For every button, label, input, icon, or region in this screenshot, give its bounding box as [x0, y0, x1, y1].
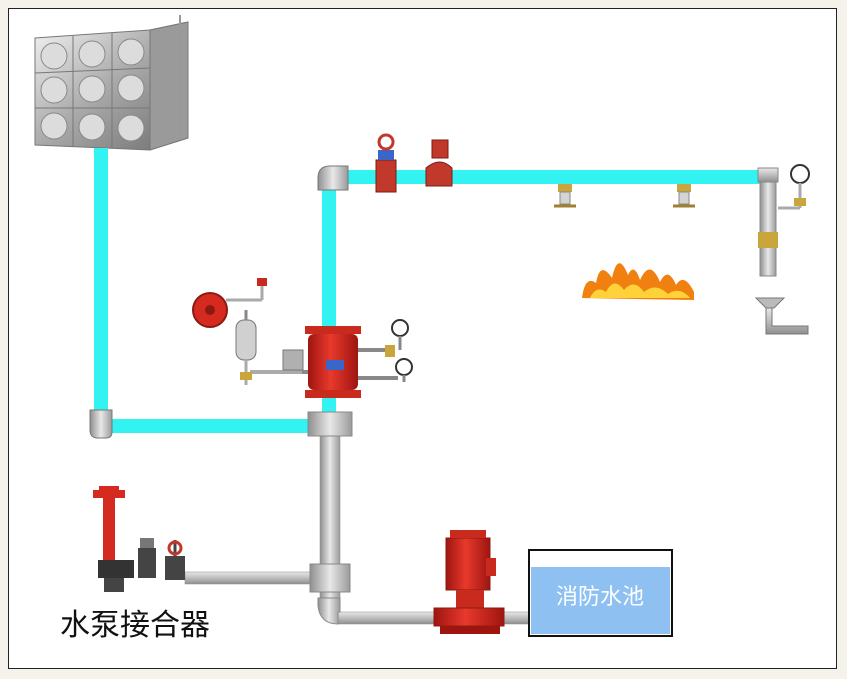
pump-adapter	[93, 486, 185, 592]
water-pipe	[94, 148, 764, 433]
pressure-gauge-icon	[391, 319, 409, 337]
retard-chamber	[235, 319, 257, 361]
fire-flame-icon	[582, 263, 694, 300]
sprinkler-head-icon	[673, 184, 695, 208]
fire-pool-label: 消防水池	[556, 585, 644, 610]
pressure-gauge-icon	[395, 358, 413, 376]
dry-pipe	[184, 411, 531, 625]
pipe-elbow	[89, 165, 349, 439]
signal-butterfly-valve	[375, 133, 397, 193]
pump-adapter-label: 水泵接合器	[60, 608, 210, 643]
sprinkler-head-icon	[554, 184, 576, 208]
alarm-valve	[192, 278, 413, 398]
end-test-device	[754, 164, 810, 335]
fire-pool: 消防水池	[528, 549, 673, 637]
fire-pump	[433, 530, 505, 634]
pressure-gauge-icon	[790, 164, 810, 184]
check-valve	[425, 139, 453, 187]
water-tank	[34, 15, 189, 151]
